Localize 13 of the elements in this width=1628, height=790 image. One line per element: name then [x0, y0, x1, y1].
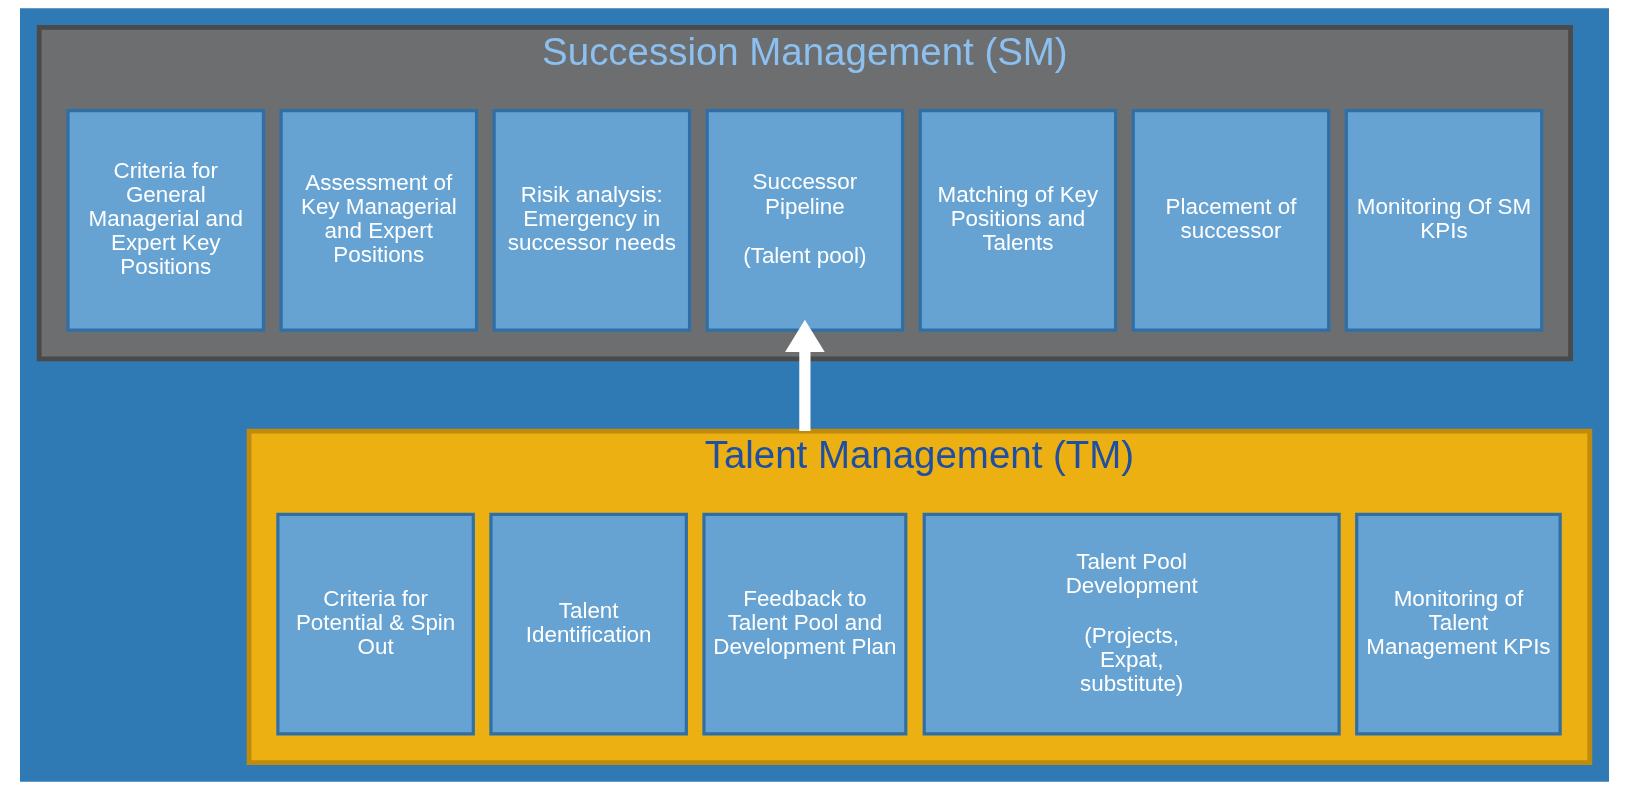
- node-box: Assessment of Key Managerial and Expert Positions: [279, 109, 478, 332]
- node-box: Risik analysis: Emergency in successor needs: [492, 109, 691, 332]
- node-box: Monitoring of Talent Management KPIs: [1354, 512, 1562, 736]
- arrow: [784, 319, 825, 432]
- node-box: Feedback to Talent Pool and Development Plan: [701, 512, 907, 736]
- node-box: Talent Identification: [488, 512, 688, 736]
- node-box: Placement of successor: [1131, 109, 1330, 332]
- node-box: Successor Pipeline (Talent pool): [705, 109, 904, 332]
- node-box: Criteria for General Managerial and Expert Key Positions: [65, 109, 265, 332]
- node-box: Criteria for Potential & Spin Out: [275, 512, 475, 736]
- node-box: Talent Pool Development (Projects, Expat, substitute): [922, 512, 1341, 736]
- node-box: Matching of Key Positions and Talents: [918, 109, 1117, 332]
- node-box: Monitoring Of SM KPIs: [1344, 109, 1543, 332]
